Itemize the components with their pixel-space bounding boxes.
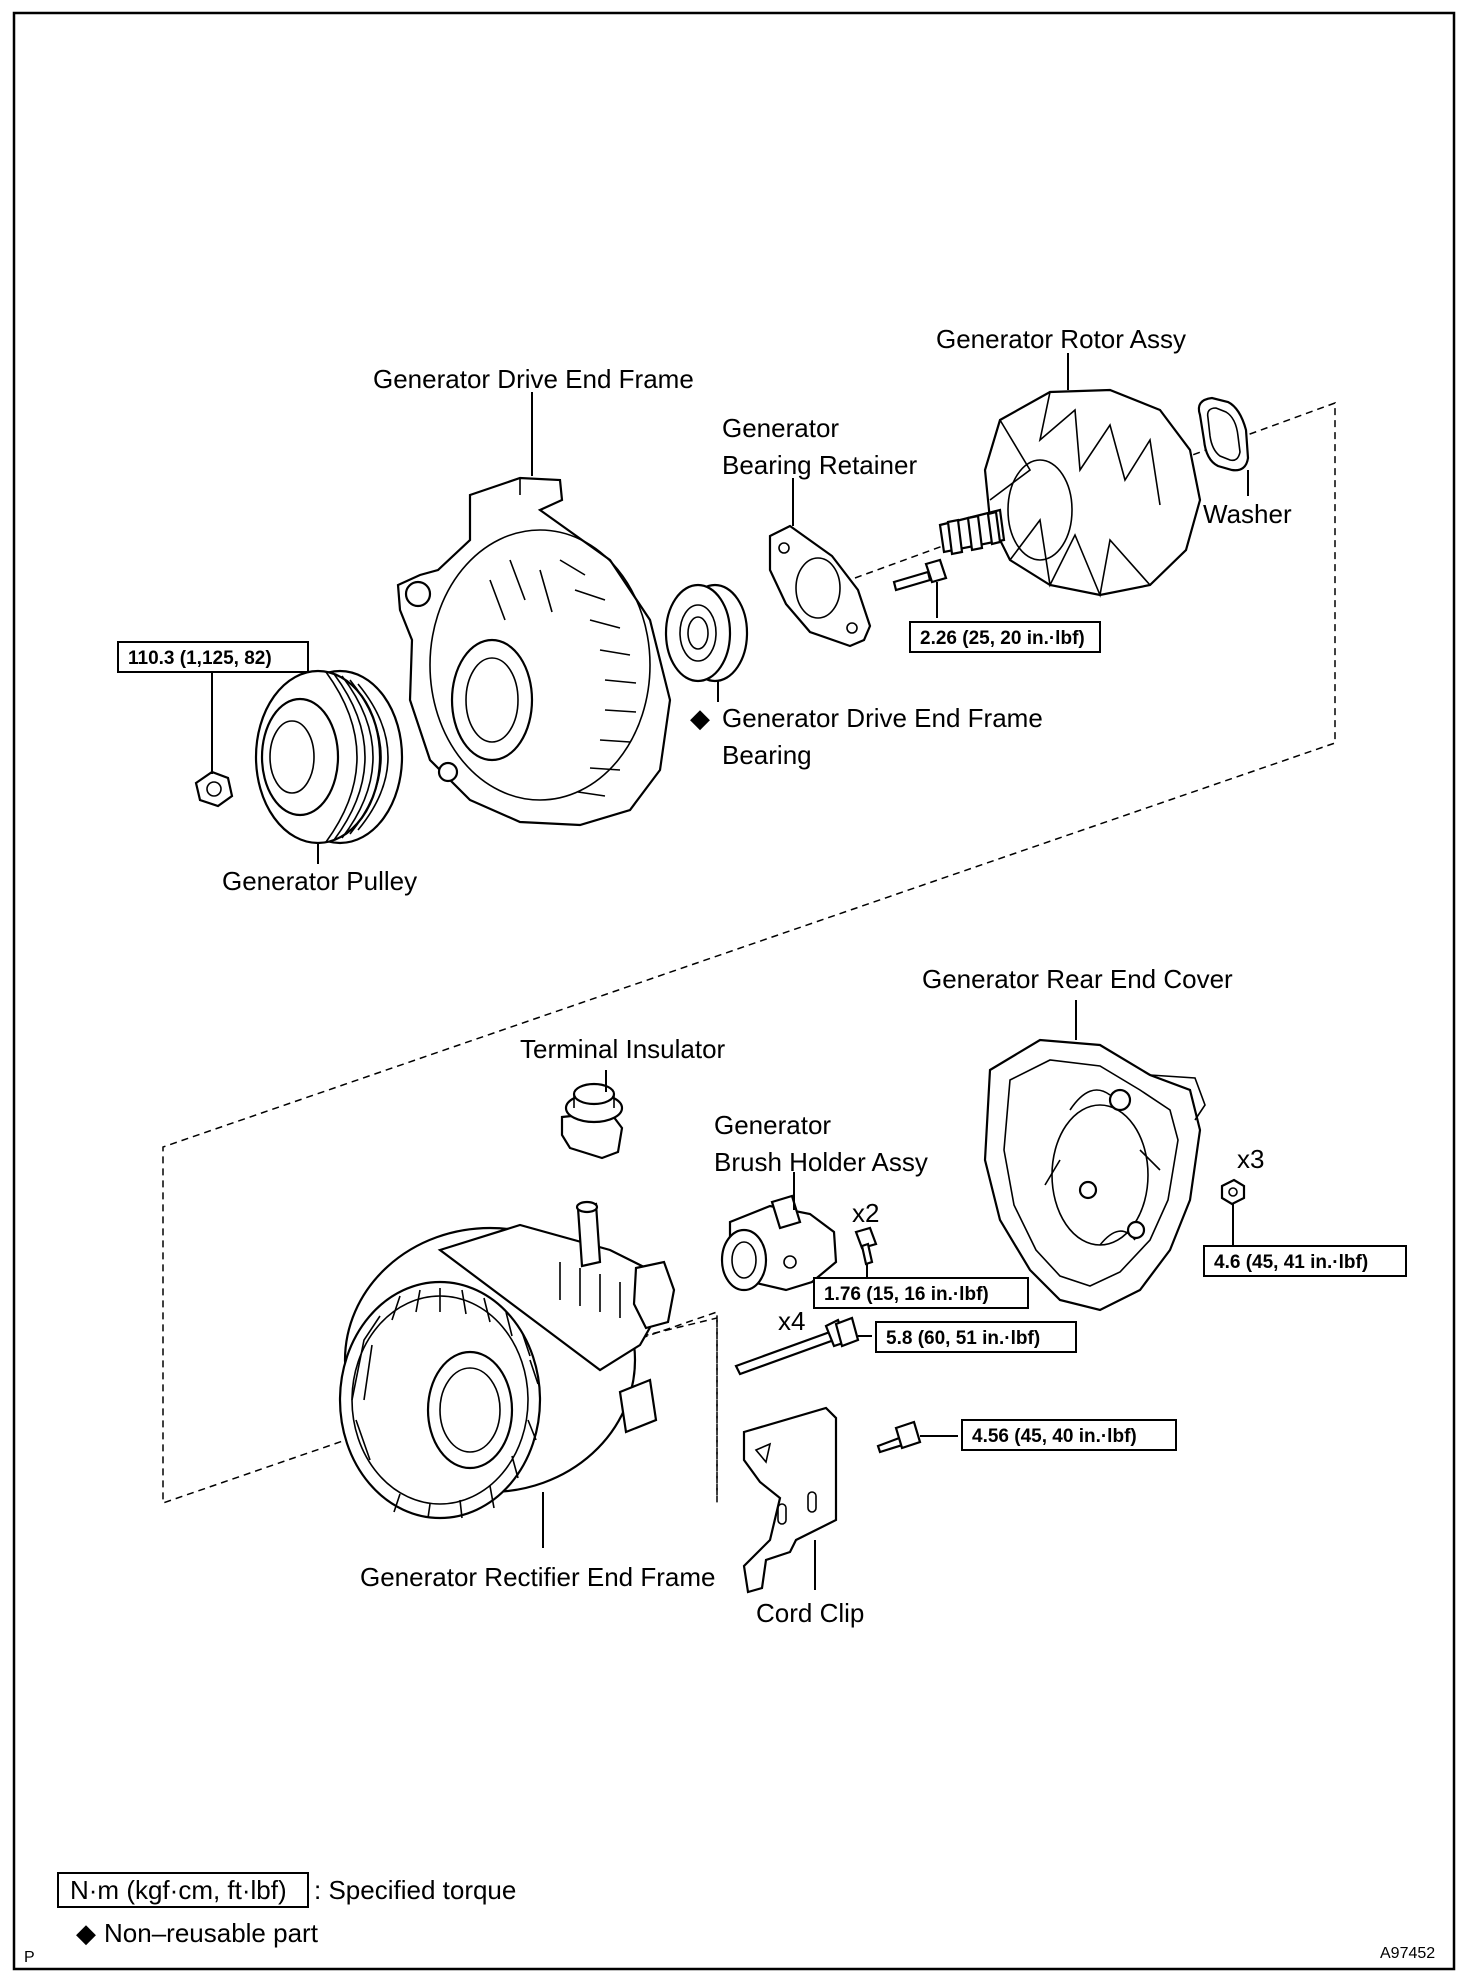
label-bearing-retainer-1: Generator [722,413,839,443]
non-reusable-mark: ◆ [690,703,710,733]
torque-box-brush-holder-screw [813,1277,1029,1309]
label-brush-holder-2: Brush Holder Assy [714,1147,928,1177]
corner-mark-p: P [24,1949,35,1966]
torque-box-retainer-screw [909,621,1101,653]
qty-brush-holder-screw: x2 [852,1198,879,1228]
label-pulley: Generator Pulley [222,866,417,896]
label-rectifier-end-frame: Generator Rectifier End Frame [360,1562,715,1592]
torque-rear-cover-nut: 4.6 (45, 41 in.·lbf) [1214,1252,1368,1273]
bearing-retainer [768,524,872,648]
label-cord-clip: Cord Clip [756,1598,864,1628]
label-rotor-assy: Generator Rotor Assy [936,324,1186,354]
generator-rectifier-end-frame [338,1200,676,1520]
legend-non-reusable-symbol: ◆ [76,1918,96,1948]
torque-box-cord-clip-bolt [961,1419,1177,1451]
legend-non-reusable-text: Non–reusable part [104,1918,319,1948]
qty-rear-cover-nut: x3 [1237,1144,1264,1174]
label-drive-end-bearing-1: Generator Drive End Frame [722,703,1043,733]
figure-id: A97452 [1380,1945,1435,1962]
legend-torque-box [57,1872,309,1908]
label-bearing-retainer-2: Bearing Retainer [722,450,917,480]
label-terminal-insulator: Terminal Insulator [520,1034,726,1064]
label-brush-holder-1: Generator [714,1110,831,1140]
drive-end-frame-bearing [664,583,749,683]
torque-box-through-bolt [875,1321,1077,1353]
legend-torque-unit: N·m (kgf·cm, ft·lbf) [70,1875,287,1905]
torque-box-rear-cover-nut [1203,1245,1407,1277]
torque-retainer-screw: 2.26 (25, 20 in.·lbf) [920,628,1085,649]
torque-cord-clip-bolt: 4.56 (45, 40 in.·lbf) [972,1426,1137,1447]
rear-cover-nut [1220,1178,1246,1206]
retainer-screw [892,558,948,592]
pulley-nut [194,770,234,808]
label-washer: Washer [1203,499,1292,529]
terminal-insulator [560,1082,624,1160]
generator-rotor-assy [938,388,1202,598]
cord-clip-bolt [876,1420,922,1454]
qty-through-bolt: x4 [778,1306,805,1336]
cord-clip [742,1406,838,1594]
brush-holder-screw [854,1226,878,1266]
torque-through-bolt: 5.8 (60, 51 in.·lbf) [886,1328,1040,1349]
generator-brush-holder-assy [720,1194,838,1292]
torque-box-pulley-nut [117,641,309,673]
generator-drive-end-frame [396,476,672,827]
label-rear-end-cover: Generator Rear End Cover [922,964,1233,994]
torque-pulley-nut: 110.3 (1,125, 82) [128,648,272,669]
legend-torque-text: : Specified torque [314,1875,516,1905]
generator-pulley [254,669,404,845]
torque-brush-holder-screw: 1.76 (15, 16 in.·lbf) [824,1284,989,1305]
alignment-line-top [162,401,1336,1505]
label-drive-end-frame: Generator Drive End Frame [373,364,694,394]
generator-rear-end-cover [983,1038,1206,1312]
page-border [12,11,1456,1971]
washer [1197,396,1250,472]
through-bolt [734,1316,860,1376]
label-drive-end-bearing-2: Bearing [722,740,812,770]
